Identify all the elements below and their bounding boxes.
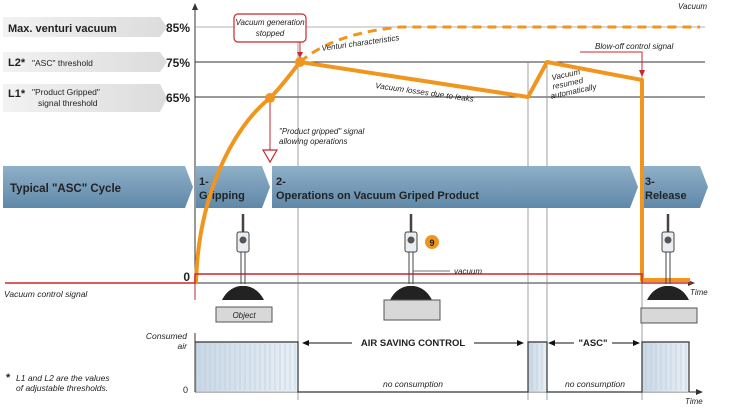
vacuum-inline-label: vacuum — [454, 267, 482, 276]
step1-label: Gripping — [199, 190, 245, 202]
l1-label-line1: "Product Gripped" — [32, 87, 100, 97]
marker-nine-badge — [425, 235, 439, 249]
footnote-line2: of adjustable thresholds. — [16, 383, 108, 393]
asc-arrow-left — [548, 340, 555, 346]
max-vacuum-label-box — [3, 17, 167, 37]
gripper1-sensor — [239, 236, 247, 244]
cycle-band: Typical "ASC" Cycle 1- Gripping 2- Opera… — [3, 166, 708, 208]
step3-arrow — [641, 166, 708, 208]
consumption-level-line — [195, 341, 690, 393]
vacuum-axis-arrow — [192, 3, 198, 10]
gripper-illustration-3 — [640, 214, 698, 324]
step3-number: 3- — [645, 176, 655, 188]
consumption-hatching — [199, 344, 687, 390]
l2-label: "ASC" threshold — [32, 58, 93, 68]
blowoff-arrowhead — [639, 70, 645, 77]
venturi-characteristics-curve — [299, 25, 700, 64]
l1-threshold-point — [265, 93, 275, 103]
air-saving-arrow-left — [302, 340, 309, 346]
threshold-labels: Max. venturi vacuum L2* "ASC" threshold … — [3, 17, 190, 284]
gripper-illustration-1: Object — [215, 214, 273, 323]
l2-threshold-point — [295, 57, 305, 67]
step2-arrow — [272, 166, 638, 208]
l2-prefix: L2* — [8, 57, 26, 69]
step2-label: Operations on Vacuum Griped Product — [276, 190, 479, 202]
consumption-bar-release — [641, 341, 690, 393]
consumption-bar-gripping — [195, 341, 299, 393]
l2-label-box — [3, 52, 167, 72]
vacuum-control-signal-line — [5, 273, 692, 284]
max-value: 85% — [166, 21, 190, 35]
gripper3-suction-cup — [647, 286, 689, 300]
zero-value: 0 — [183, 270, 190, 284]
gripper3-sensor — [664, 236, 672, 244]
product-gripped-line2: allowing operations — [279, 137, 348, 146]
gripper-illustration-2: 9 vacuum — [383, 214, 482, 321]
gripper2-suction-cup — [390, 286, 432, 300]
gripper2-sensor — [407, 236, 415, 244]
l1-label-box — [3, 84, 167, 112]
product-gripped-line1: "Product gripped" signal — [279, 127, 365, 136]
consumed-time-label: Time — [685, 397, 703, 406]
consumed-air-chart: Consumed air 0 Time AIR SAVING CONTROL "… — [146, 331, 703, 406]
l1-prefix: L1* — [8, 88, 26, 100]
footnote-asterisk: * — [6, 372, 11, 384]
consumed-zero-label: 0 — [183, 385, 188, 395]
air-saving-label: AIR SAVING CONTROL — [361, 338, 466, 349]
released-object — [640, 307, 698, 324]
air-saving-arrow-right — [517, 340, 524, 346]
no-consumption-label-1: no consumption — [383, 379, 443, 389]
max-vacuum-label: Max. venturi vacuum — [8, 23, 117, 35]
asc-label-bg — [574, 336, 612, 349]
annotations: Vacuum generation stopped Venturi charac… — [233, 13, 673, 164]
vacuum-curve — [194, 25, 700, 284]
vacuum-generation-line2: stopped — [256, 29, 285, 38]
vacuum-generation-line1: Vacuum generation — [235, 18, 305, 27]
typical-cycle-label: Typical "ASC" Cycle — [10, 183, 121, 195]
consumed-air-label-line1: Consumed — [146, 331, 187, 341]
object-label: Object — [232, 311, 256, 320]
consumed-air-label-line2: air — [178, 341, 189, 351]
gripped-object — [383, 299, 441, 321]
rise-curve — [194, 60, 302, 284]
step1-arrow — [196, 166, 270, 208]
step3-label: Release — [645, 190, 687, 202]
blowoff-pointer — [580, 51, 643, 72]
blowoff-label: Blow-off control signal — [595, 42, 673, 51]
l2-value: 75% — [166, 56, 190, 70]
footnote-line1: L1 and L2 are the values — [16, 373, 110, 383]
typical-cycle-arrow — [3, 166, 193, 208]
asc-arrow-right — [633, 340, 640, 346]
vacuum-level-curve — [299, 60, 690, 282]
l1-label-line2: signal threshold — [38, 98, 98, 108]
vacuum-generation-arrowhead — [297, 52, 303, 58]
time-axis-label: Time — [690, 288, 708, 297]
control-signal: Vacuum control signal — [4, 273, 692, 300]
gripper1-suction-cup — [222, 286, 264, 300]
step2-number: 2- — [276, 176, 286, 188]
product-gripped-arrowhead — [261, 149, 279, 164]
consumed-time-arrow — [696, 389, 703, 395]
asc-label: "ASC" — [578, 338, 607, 349]
step1-number: 1- — [199, 176, 209, 188]
l1-value: 65% — [166, 91, 190, 105]
vacuum-control-signal-label: Vacuum control signal — [4, 289, 88, 299]
consumption-bar-resume — [527, 341, 548, 393]
object-block — [215, 306, 273, 323]
air-saving-label-bg — [352, 336, 474, 349]
no-consumption-label-2: no consumption — [565, 379, 625, 389]
marker-nine-label: 9 — [429, 238, 434, 248]
footnote: * L1 and L2 are the values of adjustable… — [6, 372, 110, 393]
venturi-characteristics-label: Venturi characteristics — [321, 33, 400, 53]
vacuum-generation-box — [233, 13, 307, 43]
vacuum-axis-label: Vacuum — [678, 2, 707, 11]
